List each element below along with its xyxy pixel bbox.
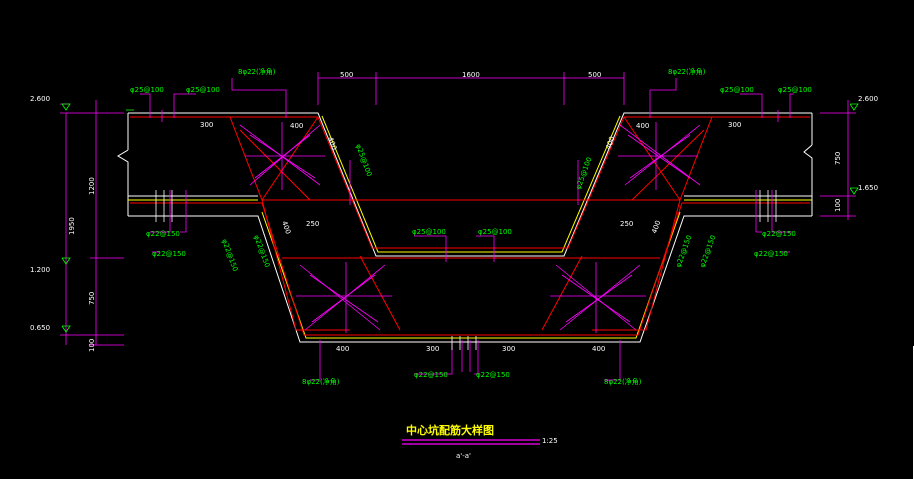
- elev-left-top: 2.600: [30, 95, 50, 103]
- label-top-left-b: φ25@100: [186, 86, 220, 94]
- dim-500-left: 500: [340, 71, 353, 79]
- label-top-left-c: 8φ22(净角): [238, 67, 276, 76]
- elev-right-top: 2.600: [858, 95, 878, 103]
- dim-750-right: 750: [834, 152, 842, 165]
- labels: 500 1600 500 2.600 1.200 0.650 2.600 1.6…: [30, 67, 878, 460]
- section-label: a'-a': [456, 452, 471, 460]
- drawing-scale: 1:25: [542, 437, 558, 445]
- label-top-right-c: φ25@100: [778, 86, 812, 94]
- label-left-150-a: φ22@150: [146, 230, 180, 238]
- dim-300-bot-right: 300: [502, 345, 515, 353]
- dim-400-left-2: 400: [280, 220, 292, 235]
- dim-300-bot-left: 300: [426, 345, 439, 353]
- dim-500-right: 500: [588, 71, 601, 79]
- rebar-lines: [130, 116, 810, 336]
- label-right-150-b: φ22@150: [754, 250, 788, 258]
- label-left-150-c: φ22@150: [220, 238, 239, 273]
- label-bot-right-150: φ22@150: [476, 371, 510, 379]
- drawing-title: 中心坑配筋大样图: [406, 423, 494, 437]
- dim-400-bot-right: 400: [592, 345, 605, 353]
- label-bot-right-corner: 8φ22(净角): [604, 377, 642, 386]
- elev-left-bot: 0.650: [30, 324, 50, 332]
- yellow-lines: [128, 115, 812, 339]
- concrete-outline: [117, 112, 813, 343]
- elev-left-mid: 1.200: [30, 266, 50, 274]
- dim-100-right: 100: [834, 199, 842, 212]
- label-mid-left: φ25@100: [412, 228, 446, 236]
- label-bot-left-150: φ22@150: [414, 371, 448, 379]
- dim-1600: 1600: [462, 71, 480, 79]
- dim-1950: 1950: [68, 217, 76, 235]
- label-left-150-b: φ22@150: [152, 250, 186, 258]
- label-top-right-a: 8φ22(净角): [668, 67, 706, 76]
- label-left-150-d: φ22@150: [252, 234, 271, 269]
- elev-right-mid: 1.650: [858, 184, 878, 192]
- label-slope-left: φ25@100: [354, 143, 373, 178]
- label-top-right-b: φ25@100: [720, 86, 754, 94]
- dim-300-left: 300: [200, 121, 213, 129]
- dim-250-right: 250: [620, 220, 633, 228]
- rebar-ticks: [155, 190, 777, 350]
- label-right-150-c: φ22@150: [674, 234, 693, 269]
- dim-250-left: 250: [306, 220, 319, 228]
- dim-400-slope-right: 400: [604, 135, 616, 150]
- label-bot-left-corner: 8φ22(净角): [302, 377, 340, 386]
- title-underline: [402, 439, 540, 445]
- dim-300-right: 300: [728, 121, 741, 129]
- dim-400-slope-left: 400: [326, 136, 338, 151]
- dim-100-left: 100: [88, 339, 96, 352]
- dim-400-right-2: 400: [650, 219, 662, 234]
- dimension-lines: [60, 72, 856, 381]
- label-right-150-a: φ22@150: [762, 230, 796, 238]
- dim-400-right: 400: [636, 122, 649, 130]
- dim-400-left: 400: [290, 122, 303, 130]
- label-mid-right: φ25@100: [478, 228, 512, 236]
- dim-750: 750: [88, 292, 96, 305]
- elevation-markers: [61, 103, 859, 333]
- label-right-150-d: φ22@150: [698, 234, 717, 269]
- dim-400-bot-left: 400: [336, 345, 349, 353]
- label-top-left-a: φ25@100: [130, 86, 164, 94]
- corner-hatch: [239, 122, 701, 333]
- dim-1200: 1200: [88, 177, 96, 195]
